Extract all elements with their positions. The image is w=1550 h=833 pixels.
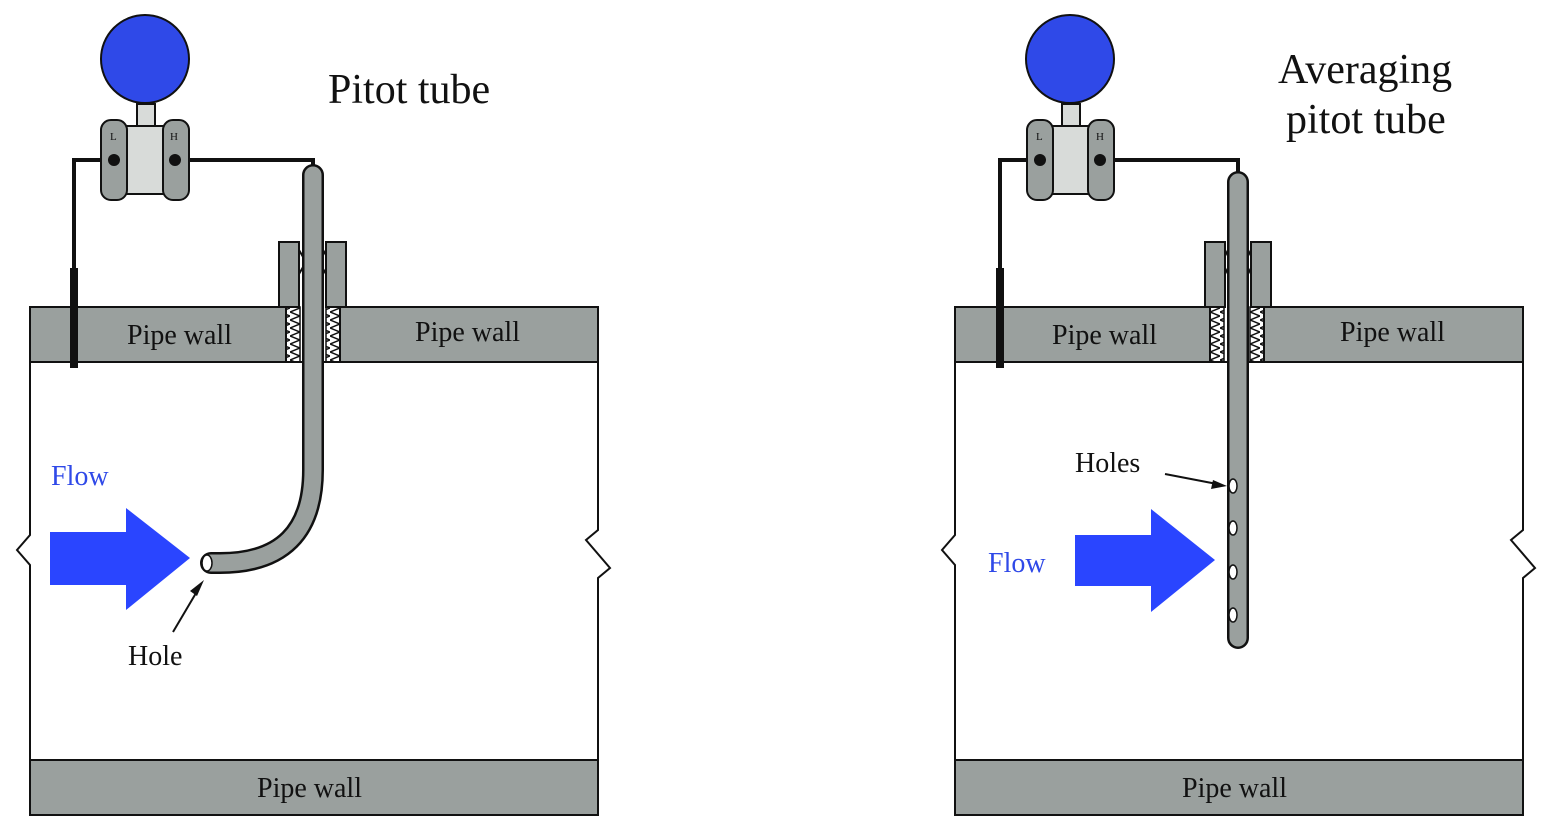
diagram-title-line1: Averaging: [1278, 47, 1452, 93]
averaging-hole: [1228, 564, 1238, 580]
pipe-wall-label: Pipe wall: [1340, 317, 1445, 348]
threaded-port: [285, 306, 301, 363]
pipe-wall-label: Pipe wall: [1052, 320, 1157, 351]
static-tap: [70, 268, 78, 368]
pipe-wall-label: Pipe wall: [1182, 773, 1287, 804]
holes-label: Holes: [1075, 448, 1140, 479]
dp-transmitter-icon: L H: [1026, 103, 1115, 201]
port-low-label: L: [1036, 131, 1043, 143]
pipe-wall-bottom: [29, 759, 599, 816]
right-panel: L H Averaging pitot tube Pipe wall Pipe …: [940, 14, 1537, 816]
pipe-wall-label: Pipe wall: [127, 320, 232, 351]
static-tap: [996, 268, 1004, 368]
pitot-hole: [201, 554, 213, 572]
flow-label: Flow: [51, 461, 109, 492]
high-impulse-line: [175, 158, 315, 172]
flow-arrow-icon: [50, 508, 190, 610]
hole-pointer-head: [190, 580, 204, 596]
pipe-wall-label: Pipe wall: [257, 773, 362, 804]
diagram-title: Pitot tube: [328, 67, 490, 113]
hole-label: Hole: [128, 641, 182, 672]
pipe-wall-label: Pipe wall: [415, 317, 520, 348]
left-panel: L H Pitot tube Pipe wall Pipe wall Pipe …: [15, 14, 612, 816]
pipe-wall-bottom: [954, 759, 1524, 816]
high-impulse-line: [1100, 158, 1240, 180]
port-high-label: H: [1096, 131, 1104, 143]
threaded-port: [1249, 306, 1265, 363]
port-low-label: L: [110, 131, 117, 143]
diagram-title-line2: pitot tube: [1286, 97, 1446, 143]
hole-pointer-line: [172, 587, 200, 633]
averaging-hole: [1228, 520, 1238, 536]
averaging-hole: [1228, 607, 1238, 623]
averaging-hole: [1228, 478, 1238, 494]
round-gauge-icon: [100, 14, 190, 104]
dp-transmitter-icon: L H: [100, 103, 190, 201]
holes-pointer-head: [1211, 480, 1227, 489]
holes-pointer-line: [1164, 473, 1218, 485]
port-high-label: H: [170, 131, 178, 143]
compression-fitting: [1204, 241, 1272, 308]
flow-arrow-icon: [1075, 509, 1215, 612]
pipe-wall-top-right: [1263, 306, 1524, 363]
threaded-port: [325, 306, 341, 363]
flow-label: Flow: [988, 548, 1046, 579]
pipe-body-outline: [15, 361, 612, 761]
threaded-port: [1209, 306, 1225, 363]
round-gauge-icon: [1025, 14, 1115, 104]
